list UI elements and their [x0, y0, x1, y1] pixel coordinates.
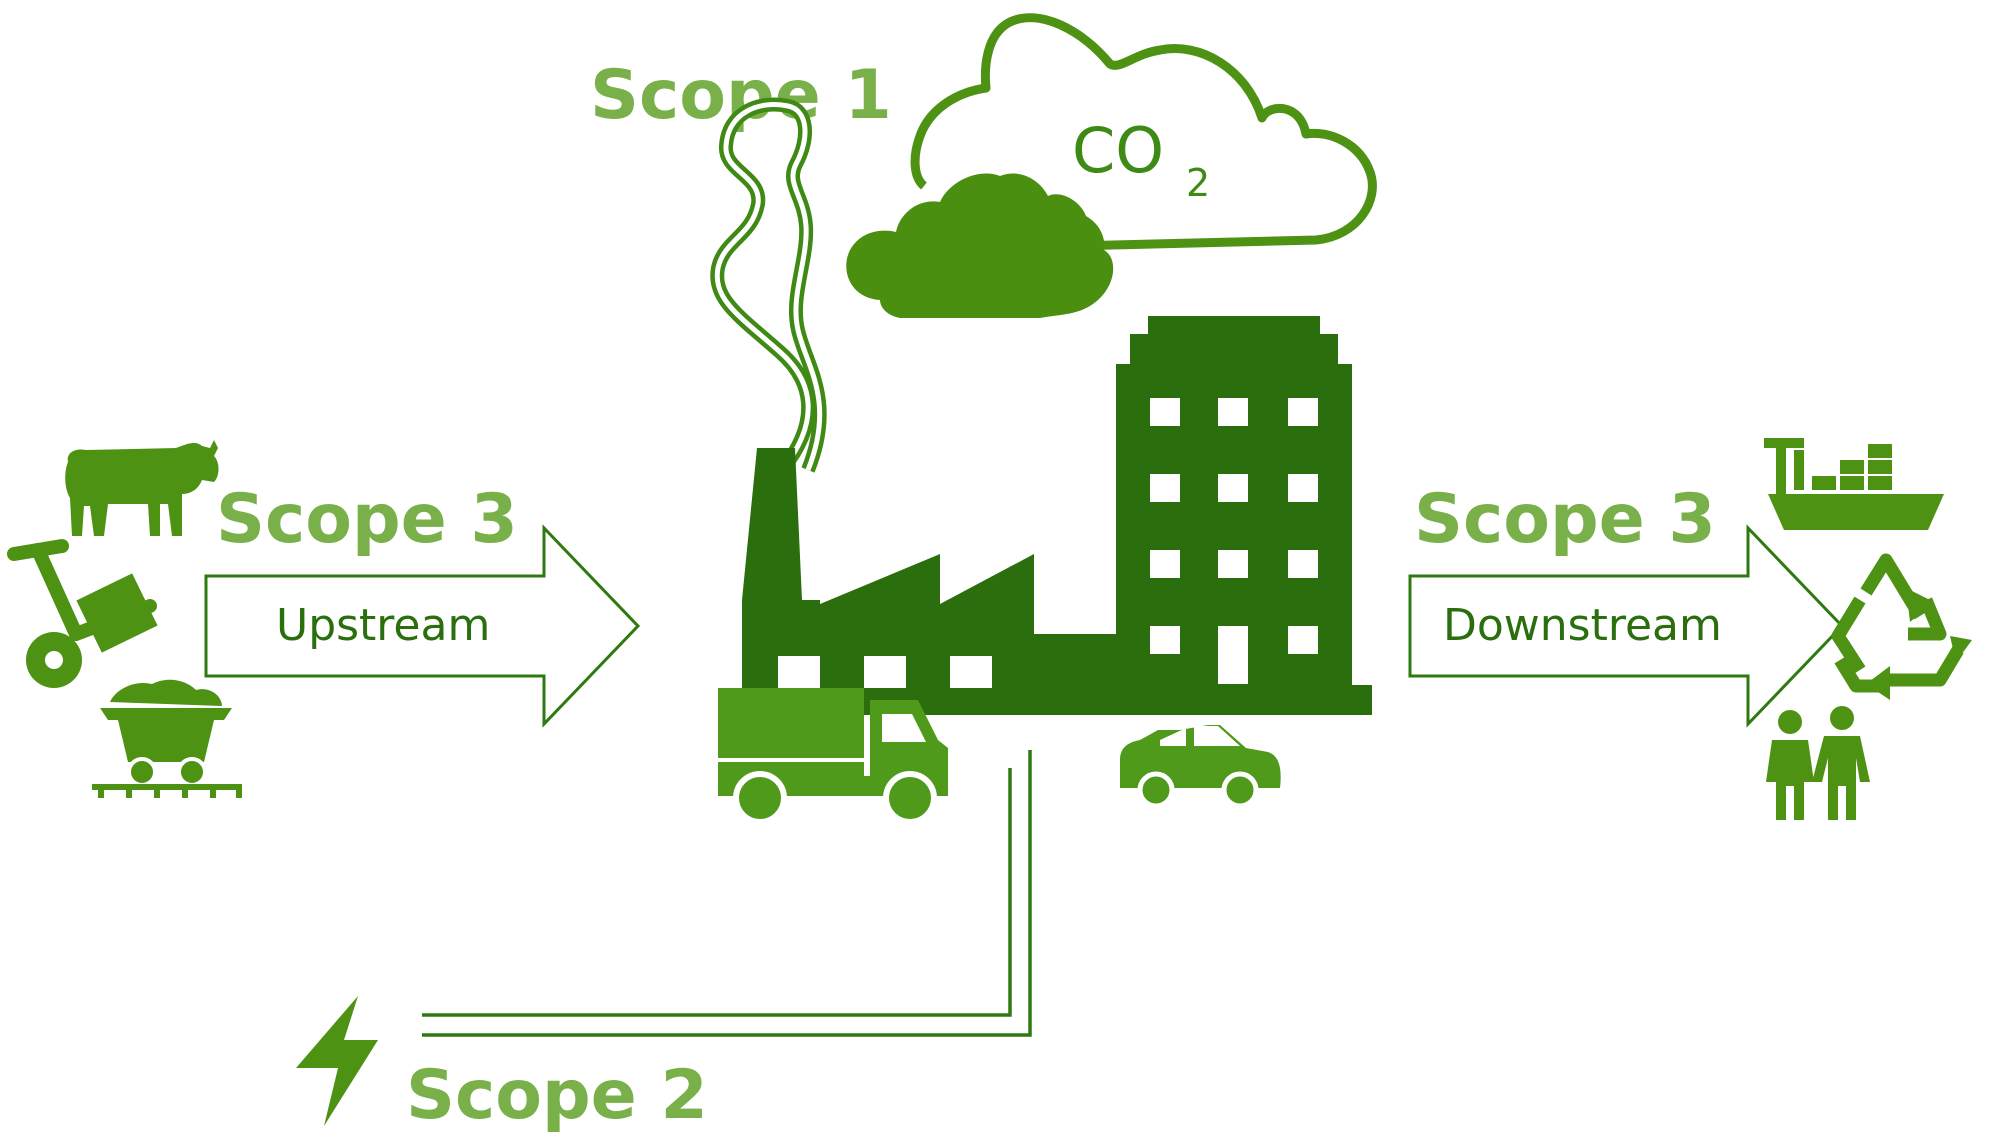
lightning-bolt-icon: [296, 996, 378, 1126]
factory-icon: [742, 448, 1372, 715]
scope3-downstream-label: Scope 3: [1414, 480, 1716, 559]
office-building-icon: [1116, 316, 1352, 700]
car-icon: [1120, 725, 1281, 809]
hand-truck-icon: [7, 539, 158, 688]
downstream-arrow: [1408, 524, 1845, 728]
co2-text: CO: [1072, 114, 1164, 187]
mine-cart-icon: [92, 679, 242, 798]
recycle-arrowheads: [1866, 588, 1972, 700]
recycle-icon: [1831, 553, 1964, 693]
co2-cloud-icon: CO 2: [910, 13, 1377, 251]
cow-icon: [65, 440, 219, 536]
scope2-connector: [422, 750, 1032, 1037]
scope2-label: Scope 2: [406, 1056, 708, 1135]
smoke-icon: [710, 97, 827, 475]
cargo-ship-icon: [1764, 438, 1944, 530]
scope3-upstream-label: Scope 3: [216, 480, 518, 559]
people-icon: [1766, 706, 1870, 820]
truck-icon: [718, 688, 948, 825]
upstream-arrow: [204, 524, 641, 728]
solid-cloud-icon: [846, 173, 1114, 318]
downstream-text: Downstream: [1443, 600, 1722, 651]
upstream-text: Upstream: [276, 600, 490, 651]
co2-subscript: 2: [1186, 161, 1210, 205]
